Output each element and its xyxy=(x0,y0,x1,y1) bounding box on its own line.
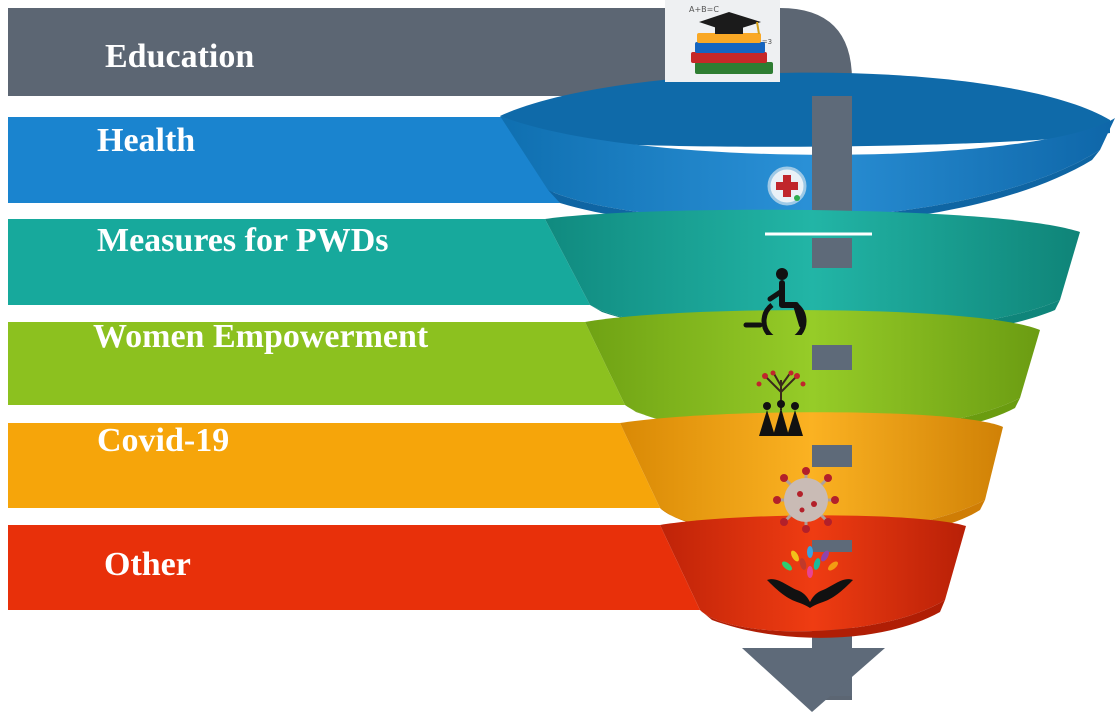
other-band xyxy=(8,525,700,610)
virus-icon xyxy=(772,466,840,534)
covid-label: Covid-19 xyxy=(97,422,230,459)
funnel-arrow-head xyxy=(742,648,885,712)
other-label: Other xyxy=(104,546,191,583)
hands-leaves-icon xyxy=(765,546,855,610)
women-label: Women Empowerment xyxy=(93,318,429,355)
graduation-books-icon: A+B=C 1+2=3 xyxy=(665,0,780,82)
women-tree-icon xyxy=(745,370,817,438)
health-bowl-back xyxy=(500,72,1110,147)
women-band xyxy=(8,322,625,405)
health-label: Health xyxy=(97,122,196,159)
covid-band xyxy=(8,423,660,508)
pwds-label: Measures for PWDs xyxy=(97,222,389,259)
wheelchair-icon xyxy=(738,265,808,335)
medical-cross-icon xyxy=(767,166,807,206)
health-band xyxy=(8,117,560,203)
pwds-band xyxy=(8,219,590,305)
svg-text:A+B=C: A+B=C xyxy=(689,5,719,14)
education-label: Education xyxy=(105,38,255,75)
health-bowl-front xyxy=(500,116,1115,220)
